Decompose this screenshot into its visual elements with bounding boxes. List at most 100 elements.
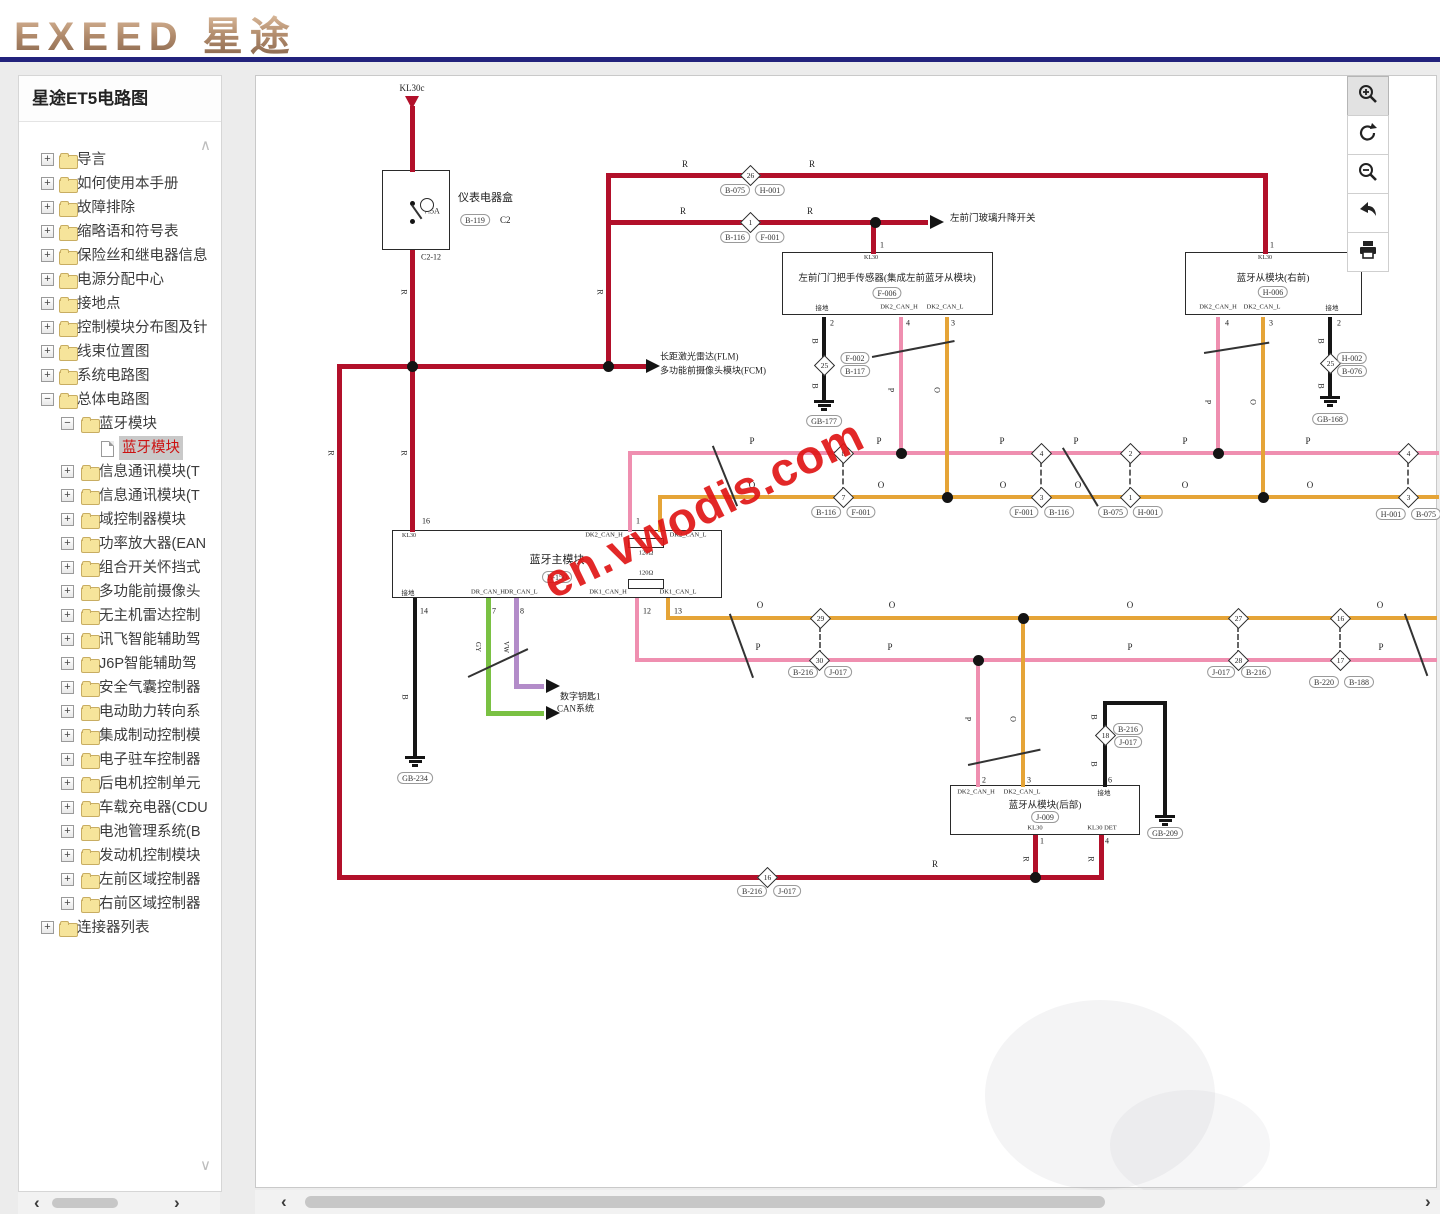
tree-item-组合开关怀挡式[interactable]: +组合开关怀挡式 (19, 556, 221, 580)
expand-icon[interactable]: + (61, 753, 74, 766)
expand-icon[interactable]: + (61, 561, 74, 574)
tree-item-接地点[interactable]: +接地点 (19, 292, 221, 316)
expand-icon[interactable]: + (41, 297, 54, 310)
sidebar-hscrollbar[interactable]: ‹ › (18, 1192, 220, 1214)
sidebar-scroll-down-icon[interactable]: ∨ (200, 1157, 211, 1174)
tree-item-label: 后电机控制单元 (99, 776, 201, 792)
tree-item-多功能前摄像头[interactable]: + 多功能前摄像头 (19, 580, 221, 604)
expand-icon[interactable]: + (61, 489, 74, 502)
expand-icon[interactable]: + (61, 873, 74, 886)
zoom-out-icon (1357, 161, 1379, 188)
tree-item-蓝牙模块[interactable]: −蓝牙模块 (19, 412, 221, 436)
toolbar-undo-button[interactable] (1347, 193, 1389, 233)
expand-icon[interactable]: + (61, 705, 74, 718)
expand-icon[interactable]: + (41, 921, 54, 934)
tree-item-电动助力转向系[interactable]: +电动助力转向系 (19, 700, 221, 724)
tree-item-安全气囊控制器[interactable]: + 安全气囊控制器 (19, 676, 221, 700)
sidebar-hscroll-prev-icon[interactable]: ‹ (34, 1193, 40, 1212)
tree-item-label: 多功能前摄像头 (99, 584, 201, 600)
collapse-icon[interactable]: − (61, 417, 74, 430)
sidebar-title: 星途ET5电路图 (19, 76, 221, 122)
expand-icon[interactable]: + (41, 273, 54, 286)
tree-item-导言[interactable]: + 导言 (19, 148, 221, 172)
expand-icon[interactable]: + (61, 633, 74, 646)
expand-icon[interactable]: + (41, 177, 54, 190)
expand-icon[interactable]: + (61, 849, 74, 862)
expand-icon[interactable]: + (61, 681, 74, 694)
tree-item-电池管理系统(B[interactable]: +电池管理系统(B (19, 820, 221, 844)
tree-item-保险丝和继电器信息[interactable]: +保险丝和继电器信息 (19, 244, 221, 268)
expand-icon[interactable]: + (61, 465, 74, 478)
tree-item-电子驻车控制器[interactable]: +电子驻车控制器 (19, 748, 221, 772)
diagram-canvas[interactable] (255, 75, 1437, 1188)
expand-icon[interactable]: + (41, 345, 54, 358)
expand-icon[interactable]: + (61, 777, 74, 790)
folder-icon (59, 393, 78, 409)
folder-icon (81, 849, 100, 865)
tree-item-信息通讯模块(T[interactable]: + 信息通讯模块(T (19, 484, 221, 508)
tree-item-label: 导言 (77, 152, 106, 168)
expand-icon[interactable]: + (41, 321, 54, 334)
tree-item-缩略语和符号表[interactable]: +缩略语和符号表 (19, 220, 221, 244)
tree-item-label: 信息通讯模块(T (99, 488, 200, 504)
main-hscrollbar[interactable]: ‹ › (255, 1190, 1440, 1214)
tree-item-蓝牙模块[interactable]: 蓝牙模块 (19, 436, 221, 460)
tree-item-电源分配中心[interactable]: +电源分配中心 (19, 268, 221, 292)
expand-icon[interactable]: + (41, 369, 54, 382)
main-hscroll-prev-icon[interactable]: ‹ (281, 1192, 287, 1211)
tree-item-右前区域控制器[interactable]: +右前区域控制器 (19, 892, 221, 916)
tree-item-信息通讯模块(T[interactable]: +信息通讯模块(T (19, 460, 221, 484)
collapse-icon[interactable]: − (41, 393, 54, 406)
tree-item-线束位置图[interactable]: +线束位置图 (19, 340, 221, 364)
expand-icon[interactable]: + (41, 225, 54, 238)
expand-icon[interactable]: + (41, 153, 54, 166)
tree-item-控制模块分布图及针[interactable]: +控制模块分布图及针 (19, 316, 221, 340)
tree-item-讯飞智能辅助驾[interactable]: +讯飞智能辅助驾 (19, 628, 221, 652)
folder-icon (59, 249, 78, 265)
expand-icon[interactable]: + (41, 201, 54, 214)
expand-icon[interactable]: + (61, 801, 74, 814)
tree-item-label: 系统电路图 (77, 368, 150, 384)
sidebar-hscroll-thumb[interactable] (52, 1198, 118, 1208)
tree-item-域控制器模块[interactable]: + 域控制器模块 (19, 508, 221, 532)
toolbar-refresh-button[interactable] (1347, 115, 1389, 155)
main-hscroll-next-icon[interactable]: › (1425, 1192, 1431, 1211)
tree-item-集成制动控制模[interactable]: +集成制动控制模 (19, 724, 221, 748)
expand-icon[interactable]: + (61, 729, 74, 742)
tree-item-系统电路图[interactable]: + 系统电路图 (19, 364, 221, 388)
tree-item-功率放大器(EAN[interactable]: +功率放大器(EAN (19, 532, 221, 556)
tree-item-连接器列表[interactable]: +连接器列表 (19, 916, 221, 940)
folder-icon (59, 273, 78, 289)
tree-item-label: 无主机雷达控制 (99, 608, 201, 624)
tree-item-故障排除[interactable]: + 故障排除 (19, 196, 221, 220)
tree-item-左前区域控制器[interactable]: +左前区域控制器 (19, 868, 221, 892)
tree-item-后电机控制单元[interactable]: + 后电机控制单元 (19, 772, 221, 796)
expand-icon[interactable]: + (61, 513, 74, 526)
tree-item-发动机控制模块[interactable]: + 发动机控制模块 (19, 844, 221, 868)
tree-item-总体电路图[interactable]: −总体电路图 (19, 388, 221, 412)
toolbar-zoom-out-button[interactable] (1347, 154, 1389, 194)
expand-icon[interactable]: + (61, 585, 74, 598)
expand-icon[interactable]: + (61, 825, 74, 838)
expand-icon[interactable]: + (61, 537, 74, 550)
tree-item-label: 故障排除 (77, 200, 135, 216)
sidebar-scroll-up-icon[interactable]: ∧ (200, 137, 211, 154)
tree-item-label: 安全气囊控制器 (99, 680, 201, 696)
toolbar-print-button[interactable] (1347, 232, 1389, 272)
diagram-toolbar (1347, 76, 1389, 272)
tree-item-label: 域控制器模块 (99, 512, 186, 528)
toolbar-zoom-in-button[interactable] (1347, 76, 1389, 116)
tree-item-无主机雷达控制[interactable]: + 无主机雷达控制 (19, 604, 221, 628)
tree-item-J6P智能辅助驾[interactable]: +J6P智能辅助驾 (19, 652, 221, 676)
main-hscroll-thumb[interactable] (305, 1196, 1105, 1208)
tree-item-label: 发动机控制模块 (99, 848, 201, 864)
tree-item-如何使用本手册[interactable]: +如何使用本手册 (19, 172, 221, 196)
expand-icon[interactable]: + (61, 609, 74, 622)
expand-icon[interactable]: + (41, 249, 54, 262)
expand-icon[interactable]: + (61, 657, 74, 670)
tree-item-车载充电器(CDU[interactable]: +车载充电器(CDU (19, 796, 221, 820)
folder-icon (59, 921, 78, 937)
expand-icon[interactable]: + (61, 897, 74, 910)
sidebar-hscroll-next-icon[interactable]: › (174, 1193, 180, 1212)
folder-icon (59, 201, 78, 217)
